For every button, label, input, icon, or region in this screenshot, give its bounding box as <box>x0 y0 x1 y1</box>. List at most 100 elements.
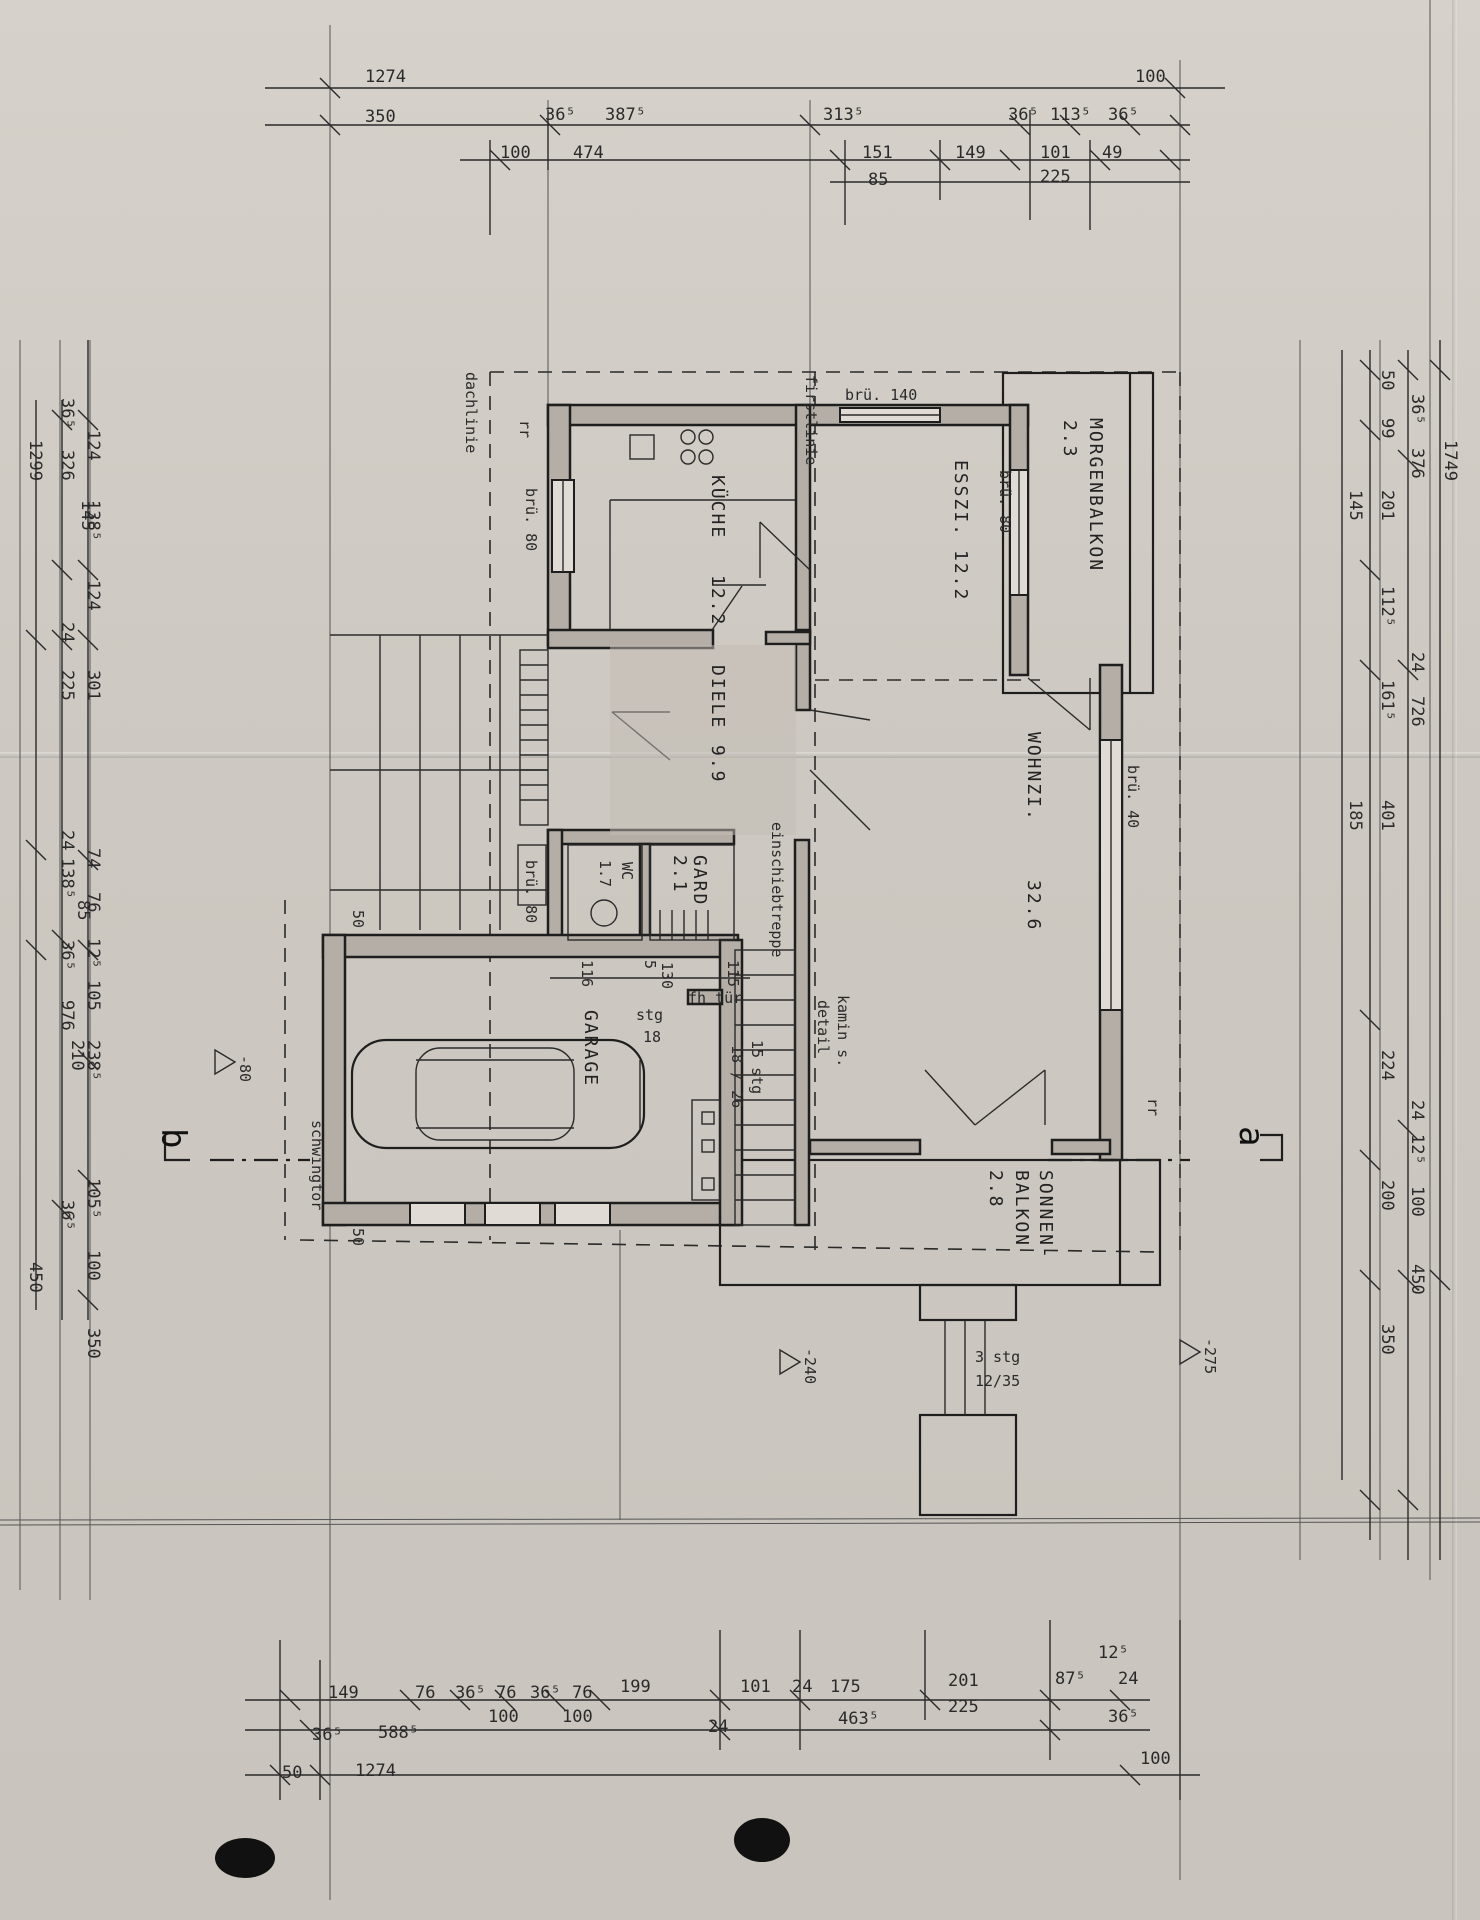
dim-inner-label: 50 <box>349 1228 367 1246</box>
dimensions-top: 1274 100 350 36⁵ 387⁵ 313⁵ 36⁵ 113⁵ 36⁵ … <box>265 67 1225 235</box>
dim-bottom-label: 201 <box>948 1671 979 1691</box>
note-stg-garage-num: 18 <box>643 1028 661 1046</box>
dim-right-label: 201 <box>1377 490 1397 521</box>
dim-inner-label: 116 <box>578 960 596 987</box>
dim-left-label: 24 <box>57 622 77 642</box>
dim-bottom-label: 225 <box>948 1697 979 1717</box>
dimensions-right: 1749 36⁵ 376 50 99 201 145 112⁵ 24 726 1… <box>1341 340 1460 1560</box>
room-esszi: ESSZI. <box>950 460 971 537</box>
dim-left-label: 36⁵ <box>57 398 77 429</box>
dim-right-label: 726 <box>1407 696 1427 727</box>
dim-right-label: 224 <box>1377 1050 1397 1081</box>
dim-top-label: 36⁵ <box>1008 105 1039 125</box>
doors <box>611 521 1091 1126</box>
dim-bottom-label: 76 <box>496 1683 516 1703</box>
dim-right-label: 36⁵ <box>1407 394 1427 425</box>
room-sonnenbalkon-area: 2.8 <box>985 1170 1006 1209</box>
note-bru-80-esszi: brü. 80 <box>996 470 1014 533</box>
dim-bottom-label: 76 <box>415 1683 435 1703</box>
level-240: -240 <box>801 1348 819 1384</box>
dim-left-label: 225 <box>57 670 77 701</box>
annotations: dachlinie firstlinie schwingtor einschie… <box>308 372 1162 1390</box>
note-einschiebtreppe: einschiebtreppe <box>768 822 786 957</box>
section-markers: a b <box>153 1126 1284 1162</box>
dim-top-label: 474 <box>573 143 604 163</box>
dimensions-bottom: 149 76 36⁵ 76 36⁵ 76 199 101 24 175 201 … <box>245 1620 1200 1800</box>
dim-left-label: 1299 <box>25 440 45 481</box>
room-labels: MORGENBALKON 2.3 ESSZI. 12.2 KÜCHE 12.2 … <box>580 418 1106 1260</box>
car-icon <box>350 1038 646 1150</box>
note-bru-140: brü. 140 <box>845 386 917 404</box>
dimensions-left: 124 138⁵ 36⁵ 326 145 1299 124 24 225 301… <box>25 340 103 1359</box>
room-kueche: KÜCHE <box>707 475 729 539</box>
dim-right-label: 145 <box>1345 490 1365 521</box>
level-275: -275 <box>1201 1338 1219 1374</box>
note-rr-2: rr <box>1144 1098 1162 1116</box>
room-sonnenbalkon-1: SONNEN- <box>1035 1170 1056 1260</box>
dim-right-label: 12⁵ <box>1407 1134 1427 1165</box>
room-wc-area: 1.7 <box>596 860 614 887</box>
dim-left-label: 301 <box>83 670 103 701</box>
dim-left-label: 124 <box>83 430 103 461</box>
dim-left-label: 238⁵ <box>83 1040 103 1081</box>
stairs <box>330 634 796 1226</box>
dim-inner-label: 50 <box>349 910 367 928</box>
dim-inner-label: 5 <box>641 960 659 969</box>
dim-top-right: 100 <box>1135 67 1166 87</box>
note-stg-inner: 15 stg <box>748 1040 766 1094</box>
paper-fold-vertical <box>1452 0 1457 1920</box>
dim-bottom-label: 175 <box>830 1677 861 1697</box>
section-b-label: b <box>153 1128 193 1148</box>
dim-right-label: 112⁵ <box>1377 586 1397 627</box>
note-stg-outer: 3 stg <box>975 1348 1020 1366</box>
note-kamin: kamin s. <box>834 995 852 1067</box>
kitchen-fixtures <box>609 429 795 630</box>
wc-gard-fixtures <box>567 844 735 941</box>
room-morgenbalkon-area: 2.3 <box>1059 420 1080 459</box>
dim-top-label: 101 <box>1040 143 1071 163</box>
dim-right-label: 99 <box>1377 418 1397 438</box>
dim-bottom-label: 100 <box>562 1707 593 1727</box>
dim-bottom-label: 76 <box>572 1683 592 1703</box>
note-stg-inner-dim: 18 / 26 <box>728 1045 746 1108</box>
dim-top-label: 36⁵ <box>545 105 576 125</box>
chimney-blocks <box>691 1099 721 1201</box>
dim-bottom-label: 101 <box>740 1677 771 1697</box>
room-gard: GARD <box>689 855 710 906</box>
dim-top-label: 350 <box>365 107 396 127</box>
room-esszi-area: 12.2 <box>950 550 971 601</box>
dim-right-label: 401 <box>1377 800 1397 831</box>
dim-left-label: 74 <box>83 848 103 868</box>
room-wohnzi: WOHNZI. <box>1023 732 1044 822</box>
dim-left-label: 145 <box>77 500 97 531</box>
note-bru-40: brü. 40 <box>1124 765 1142 828</box>
room-wohnzi-area: 32.6 <box>1023 880 1044 931</box>
room-garage: GARAGE <box>580 1010 601 1087</box>
dim-bottom-label: 463⁵ <box>838 1709 879 1729</box>
note-rr-1: rr <box>516 420 534 438</box>
dim-left-label: 100 <box>83 1250 103 1281</box>
dim-right-label: 24 <box>1407 652 1427 672</box>
dim-right-label: 100 <box>1407 1186 1427 1217</box>
note-stg-garage: stg <box>636 1006 663 1024</box>
dim-left-label: 138⁵ <box>83 500 103 541</box>
dim-bottom-label: 36⁵ <box>312 1725 343 1745</box>
note-bru-80-kueche: brü. 80 <box>522 488 540 551</box>
room-diele: DIELE <box>707 665 728 729</box>
dim-left-label: 24 <box>57 830 77 850</box>
dim-bottom-label: 24 <box>792 1677 812 1697</box>
dim-right-label: 200 <box>1377 1180 1397 1211</box>
dim-right-label: 450 <box>1407 1264 1427 1295</box>
dim-bottom-label: 87⁵ <box>1055 1669 1086 1689</box>
dim-inner-label: 130 <box>658 962 676 989</box>
dim-bottom-label: 24 <box>708 1717 728 1737</box>
dim-right-label: 1749 <box>1440 440 1460 481</box>
dim-bottom-label: 588⁵ <box>378 1723 419 1743</box>
dim-top-label: 49 <box>1102 143 1122 163</box>
dim-left-label: 210 <box>67 1040 87 1071</box>
walls <box>321 403 1124 1227</box>
dim-top-label: 113⁵ <box>1050 105 1091 125</box>
dim-left-label: 36⁵ <box>57 1200 77 1231</box>
note-dachlinie: dachlinie <box>462 372 480 453</box>
punch-holes <box>215 1818 790 1878</box>
